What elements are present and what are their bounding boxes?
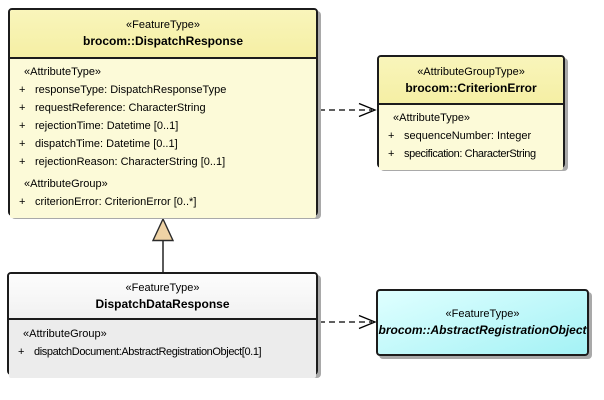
visibility: + [19,84,26,96]
attribute-text: specification: CharacterString [404,148,536,160]
attribute-row: + specification: CharacterString [379,145,563,163]
class-name: brocom::AbstractRegistrationObject [378,323,587,337]
attribute-type-heading: «AttributeType» [393,112,471,124]
class-header: «AttributeGroupType» brocom::CriterionEr… [379,57,563,105]
stereotype-label: «FeatureType» [445,308,520,320]
attribute-text: sequenceNumber: Integer [404,130,532,142]
stereotype-label: «AttributeGroupType» [417,65,525,78]
generalization-arrow[interactable] [151,217,175,272]
attribute-text: rejectionTime: Datetime [0..1] [35,120,179,132]
class-name: brocom::DispatchResponse [82,34,244,48]
attribute-group-heading: «AttributeGroup» [23,328,107,340]
class-box-dispatch-data-response[interactable]: «FeatureType» DispatchDataResponse «Attr… [7,272,318,378]
attribute-row: + responseType: DispatchResponseType [10,81,316,99]
stereotype-label: «FeatureType» [126,19,200,31]
attribute-compartment: «AttributeType» + responseType: Dispatch… [10,59,316,218]
visibility: + [388,130,395,142]
class-name: brocom::CriterionError [405,80,537,95]
attribute-text: rejectionReason: CharacterString [0..1] [35,156,226,168]
class-header: «FeatureType» brocom::DispatchResponse [10,10,316,59]
attribute-type-heading: «AttributeType» [24,66,102,78]
attribute-row: + criterionError: CriterionError [0..*] [10,193,316,211]
attribute-text: requestReference: CharacterString [35,102,206,114]
visibility: + [18,346,25,358]
visibility: + [19,102,26,114]
attribute-text: dispatchTime: Datetime [0..1] [35,138,178,150]
class-box-criterion-error[interactable]: «AttributeGroupType» brocom::CriterionEr… [377,55,565,170]
attribute-row: + sequenceNumber: Integer [379,127,563,145]
visibility: + [19,120,26,132]
visibility: + [19,156,26,168]
class-header: «FeatureType» DispatchDataResponse [9,274,316,320]
attribute-row: + dispatchDocument:AbstractRegistrationO… [9,343,316,361]
attribute-compartment: «AttributeGroup» + dispatchDocument:Abst… [9,320,316,378]
attribute-compartment: «AttributeType» + sequenceNumber: Intege… [379,105,563,170]
visibility: + [19,138,26,150]
attribute-row: + dispatchTime: Datetime [0..1] [10,135,316,153]
class-box-dispatch-response[interactable]: «FeatureType» brocom::DispatchResponse «… [8,8,318,218]
dependency-arrow-criterion-error[interactable] [319,102,377,118]
dependency-arrow-abstract-registration-object[interactable] [319,314,377,330]
attribute-group-heading: «AttributeGroup» [24,178,108,190]
attribute-text: dispatchDocument:AbstractRegistrationObj… [34,346,262,358]
attribute-row: + rejectionReason: CharacterString [0..1… [10,153,316,171]
attribute-text: responseType: DispatchResponseType [35,84,227,96]
class-box-abstract-registration-object[interactable]: «FeatureType» brocom::AbstractRegistrati… [376,289,589,356]
attribute-row: + rejectionTime: Datetime [0..1] [10,117,316,135]
stereotype-label: «FeatureType» [125,281,200,294]
class-name: DispatchDataResponse [95,296,230,311]
visibility: + [19,196,26,208]
attribute-row: + requestReference: CharacterString [10,99,316,117]
visibility: + [388,148,395,160]
attribute-text: criterionError: CriterionError [0..*] [35,196,197,208]
